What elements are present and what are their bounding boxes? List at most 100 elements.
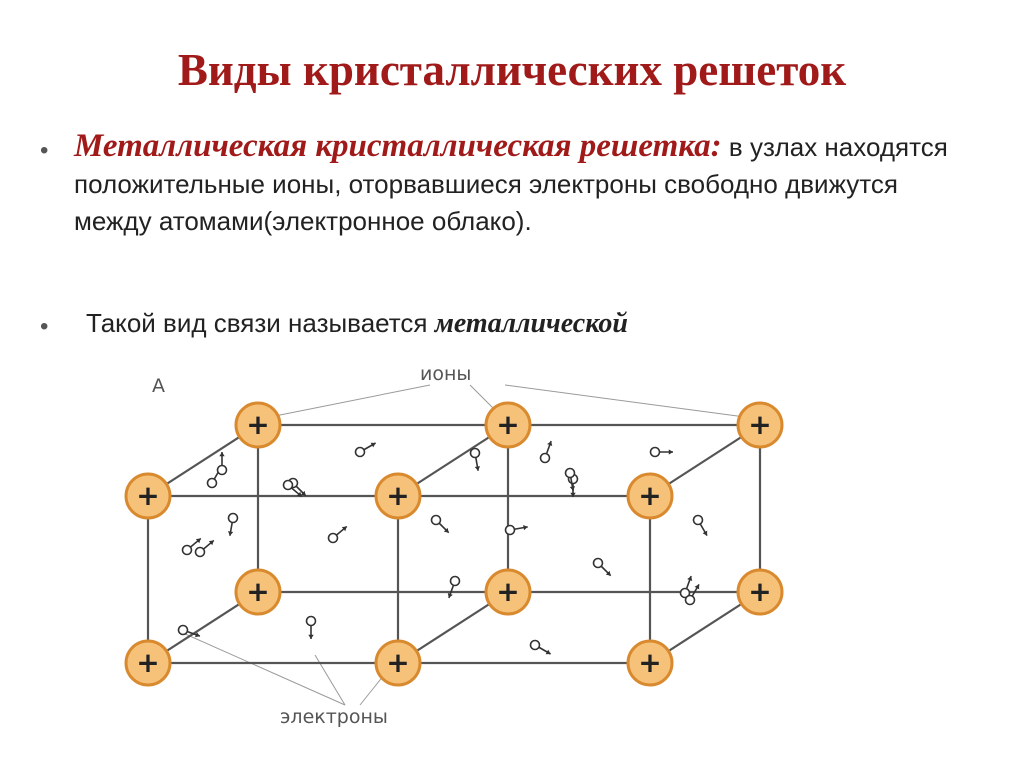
ion-plus-sign: +: [386, 479, 409, 512]
bullet-metallic-lattice: Металлическая кристаллическая решетка: в…: [74, 128, 974, 240]
electron-arrowhead: [687, 576, 693, 581]
ion-circle: [736, 568, 784, 616]
electron-arrowhead: [570, 492, 576, 497]
electron-dot: [564, 467, 576, 479]
electron-arrowhead: [300, 490, 306, 496]
ion-circle: [124, 639, 172, 687]
bullet-dot: •: [40, 313, 49, 340]
ion-plus-sign: +: [748, 408, 771, 441]
electron: [539, 440, 553, 464]
ion-plus-sign: +: [246, 575, 269, 608]
electron-dot: [592, 557, 604, 569]
ion: +: [626, 639, 674, 687]
ion-circle: [626, 472, 674, 520]
electron-arrowhead: [296, 491, 302, 497]
electron: [181, 537, 202, 556]
bullet-bond-type: Такой вид связи называется металлической: [86, 305, 628, 342]
ion-plus-sign: +: [748, 575, 771, 608]
electron: [679, 575, 693, 599]
electron-arrowhead: [341, 526, 347, 532]
bullet-term: Металлическая кристаллическая решетка:: [74, 128, 722, 164]
electron-dot: [177, 624, 189, 636]
ion-plus-sign: +: [136, 479, 159, 512]
ion: +: [626, 472, 674, 520]
ion: +: [124, 472, 172, 520]
electron-arrowhead: [208, 540, 214, 546]
electron: [227, 512, 239, 536]
electron-dot: [684, 594, 696, 606]
ion: +: [234, 568, 282, 616]
ion-plus-sign: +: [386, 646, 409, 679]
electron: [592, 557, 612, 577]
electrons-group: [177, 440, 708, 655]
bullet-body: в узлах находятся положительные ионы, от…: [74, 132, 948, 236]
electron-arrowhead: [474, 466, 481, 471]
ion: +: [736, 401, 784, 449]
ion: +: [374, 472, 422, 520]
electron-dot: [327, 532, 339, 544]
ion-plus-sign: +: [496, 408, 519, 441]
ions-label: ионы: [420, 363, 471, 385]
electron-arrowhead: [447, 593, 453, 598]
electron-dot: [305, 615, 317, 627]
ion-circle: [234, 401, 282, 449]
electron: [354, 442, 376, 458]
electron-arrowhead: [702, 530, 708, 536]
electron-dot: [539, 452, 551, 464]
slide-title: Виды кристаллических решеток: [177, 45, 847, 95]
ion-plus-sign: +: [638, 479, 661, 512]
electron: [327, 525, 348, 544]
electron-dot: [649, 446, 661, 458]
electron: [305, 615, 317, 639]
electron-arrowhead: [668, 449, 673, 455]
electron-dot: [679, 587, 691, 599]
lattice-edges: [146, 423, 762, 665]
electron-arrowhead: [694, 584, 700, 590]
electron: [529, 639, 551, 655]
electron-arrowhead: [523, 524, 528, 531]
electron-arrowhead: [547, 441, 553, 446]
ions-group: + + + + + + + + + + + +: [124, 401, 784, 687]
ion-circle: [124, 472, 172, 520]
electron: [430, 514, 450, 534]
ions-pointer: [504, 384, 746, 418]
electrons-label: электроны: [280, 706, 388, 728]
ion: +: [234, 401, 282, 449]
electron-arrowhead: [605, 570, 611, 576]
corner-label: А: [152, 375, 165, 397]
electron-dot: [216, 464, 228, 476]
ion-plus-sign: +: [638, 646, 661, 679]
electron: [447, 575, 461, 599]
ion-circle: [234, 568, 282, 616]
bullet-emphasis: металлической: [434, 308, 628, 339]
electron: [564, 467, 576, 491]
electron-dot: [354, 446, 366, 458]
ion: +: [484, 401, 532, 449]
electron: [282, 479, 303, 498]
electron: [692, 514, 708, 536]
electron-dot: [430, 514, 442, 526]
electron-dot: [194, 546, 206, 558]
ion-plus-sign: +: [136, 646, 159, 679]
ion: +: [484, 568, 532, 616]
electron: [216, 452, 228, 476]
electron: [649, 446, 673, 458]
electron-arrowhead: [545, 649, 551, 655]
ion-circle: [484, 401, 532, 449]
electron-arrowhead: [370, 442, 376, 448]
electrons-pointer: [182, 632, 346, 706]
electron-arrowhead: [443, 527, 449, 533]
metallic-lattice-diagram: А ионы электроны + + + + + + + + + + + +: [124, 363, 784, 728]
ion-circle: [374, 639, 422, 687]
electron-dot: [206, 477, 218, 489]
electron-dot: [692, 514, 704, 526]
electron: [684, 584, 700, 606]
electron-dot: [227, 512, 239, 524]
bullet-dot: •: [40, 137, 49, 164]
electron-dot: [469, 447, 481, 459]
electron-dot: [181, 544, 193, 556]
electron: [194, 539, 215, 558]
electron-arrowhead: [219, 452, 225, 457]
ion-circle: [374, 472, 422, 520]
